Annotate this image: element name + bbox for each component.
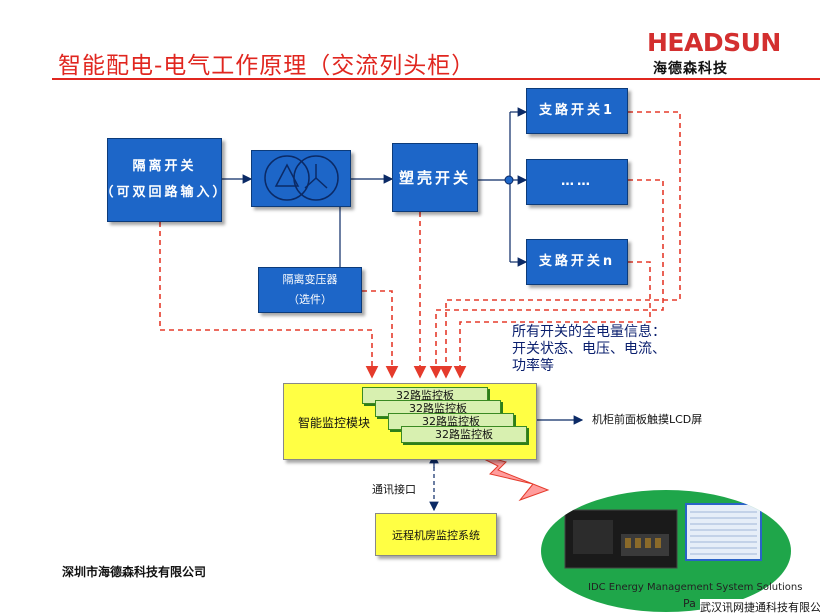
logo-brand-cn: 海德森科技 <box>653 61 728 77</box>
lcd-screen-label: 机柜前面板触摸LCD屏 <box>592 413 703 426</box>
device-illustration <box>564 503 762 569</box>
page-title: 智能配电-电气工作原理（交流列头柜） <box>58 53 476 79</box>
watermark-text: 武汉讯网捷通科技有限公司 <box>700 599 820 615</box>
headsun-logo: HEADSUN 海德森科技 <box>647 28 785 78</box>
monitor-module-label: 智能监控模块 <box>298 416 371 430</box>
info-line-2: 开关状态、电压、电流、 <box>512 341 666 357</box>
lightning-icon <box>469 451 550 502</box>
isolation-transformer-sub: （选件） <box>288 293 332 306</box>
branch-switch-1-box: 支路开关1 <box>526 88 628 134</box>
tagline: IDC Energy Management System Solutions <box>588 582 803 593</box>
transformer-icon <box>264 155 339 201</box>
branch-switch-1-label: 支路开关1 <box>538 103 616 118</box>
isolation-transformer-box: 隔离变压器 （选件） <box>258 267 362 313</box>
company-name: 深圳市海德森科技有限公司 <box>62 565 207 579</box>
transformer-box <box>251 150 351 207</box>
isolation-transformer-label: 隔离变压器 <box>282 273 338 286</box>
isolation-switch-sub: （可双回路输入） <box>100 185 229 200</box>
molded-case-switch-label: 塑壳开关 <box>398 168 471 187</box>
page-label: Pa <box>683 597 696 610</box>
device-photo <box>541 490 791 612</box>
branch-switch-n-box: 支路开关n <box>526 239 628 285</box>
monitor-board: 32路监控板 <box>388 413 514 430</box>
monitor-board: 32路监控板 <box>375 400 501 417</box>
branch-switch-mid-box: …… <box>526 159 628 205</box>
molded-case-switch-box: 塑壳开关 <box>392 143 478 212</box>
info-text: 所有开关的全电量信息： 开关状态、电压、电流、 功率等 <box>512 324 666 375</box>
info-line-1: 所有开关的全电量信息： <box>512 324 666 340</box>
logo-brand-text: HEADSUN <box>647 28 781 57</box>
isolation-switch-label: 隔离开关 <box>132 159 197 174</box>
bus-junction <box>504 175 514 185</box>
branch-switch-n-label: 支路开关n <box>538 254 616 269</box>
info-line-3: 功率等 <box>512 358 554 374</box>
remote-monitor-system-label: 远程机房监控系统 <box>392 528 480 542</box>
isolation-switch-box: 隔离开关 （可双回路输入） <box>101 138 226 222</box>
comm-interface-label: 通讯接口 <box>372 483 416 496</box>
title-underline <box>52 78 820 80</box>
branch-switch-mid-label: …… <box>561 174 593 189</box>
monitor-board: 32路监控板 <box>401 426 527 443</box>
remote-monitor-system-box: 远程机房监控系统 <box>375 513 497 556</box>
